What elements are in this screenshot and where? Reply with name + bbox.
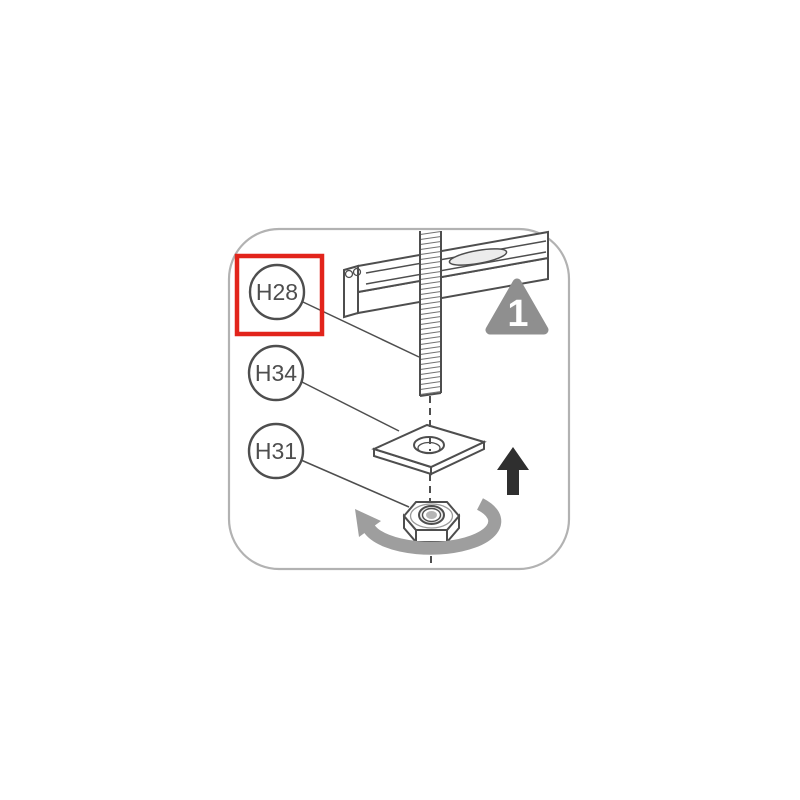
rotation-arrow-band xyxy=(360,498,502,555)
warning-triangle: 1 xyxy=(485,278,549,335)
up-arrow-icon xyxy=(497,447,529,495)
channel-slot-hole xyxy=(448,248,508,266)
part-label-h31-text: H31 xyxy=(255,438,297,464)
line-art-layer: 1 xyxy=(227,227,571,571)
warning-triangle-shape xyxy=(485,278,549,335)
part-label-h28-circle[interactable] xyxy=(248,263,306,321)
part-label-h31-circle[interactable] xyxy=(247,422,305,480)
channel-lip-curl xyxy=(344,269,354,279)
threaded-rod xyxy=(419,231,442,397)
rotation-arrow-icon xyxy=(355,498,502,555)
channel-lip-curl xyxy=(352,267,362,277)
part-label-h34[interactable]: H34 xyxy=(247,344,305,402)
part-label-h34-text: H34 xyxy=(255,360,297,386)
leader-line-h34 xyxy=(301,381,400,432)
part-label-h31[interactable]: H31 xyxy=(247,422,305,480)
leader-line-h31 xyxy=(300,459,410,508)
part-label-h34-circle[interactable] xyxy=(247,344,305,402)
step-number: 1 xyxy=(507,293,528,335)
rotation-arrow-head xyxy=(355,509,381,537)
strut-channel xyxy=(343,230,549,319)
nut-hole-center xyxy=(426,511,437,519)
hex-nut xyxy=(402,501,461,545)
part-label-h28[interactable]: H28 xyxy=(248,263,306,321)
nut-chamfer xyxy=(409,503,454,529)
part-label-h28-text: H28 xyxy=(256,279,298,305)
highlight-box xyxy=(234,253,325,337)
nut-side-front xyxy=(415,529,448,543)
rod-threads xyxy=(420,231,441,396)
rod-outline xyxy=(419,231,442,397)
center-dashed-line xyxy=(429,396,432,567)
rounded-panel xyxy=(227,227,571,571)
